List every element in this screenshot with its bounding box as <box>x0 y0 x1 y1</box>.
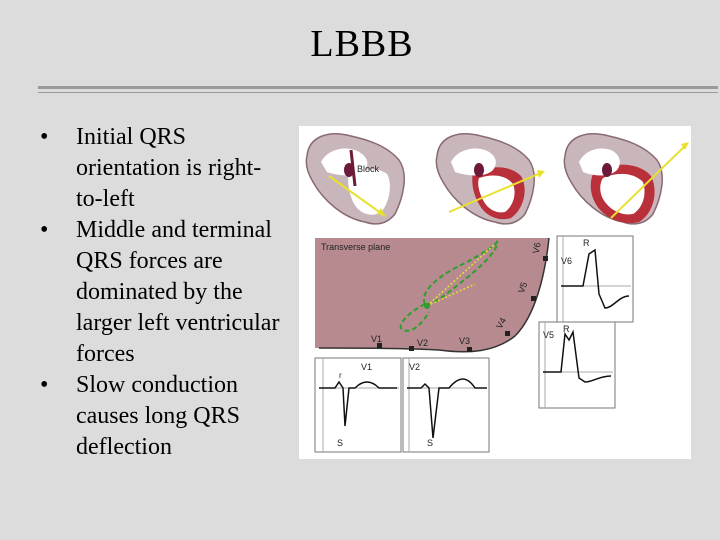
bullet-text: Initial QRS orientation is right-to-left <box>76 124 262 212</box>
r-label-v5: R <box>563 324 570 334</box>
heart-illustration-1: Block <box>305 133 405 225</box>
lead-label-v5: V5 <box>516 281 529 295</box>
wave-label-v6: V6 <box>561 256 572 266</box>
title-divider <box>38 86 718 89</box>
bullet-marker: • <box>40 124 49 150</box>
block-label: Block <box>357 164 380 174</box>
r-label: r <box>339 371 342 380</box>
s-label: S <box>337 438 343 448</box>
bullet-item: • Middle and terminal QRS forces are domi… <box>40 215 280 370</box>
ecg-v2: V2 S <box>402 357 490 453</box>
bullet-item: • Slow conduction causes long QRS deflect… <box>40 370 280 463</box>
bullet-item: • Initial QRS orientation is right-to-lef… <box>40 122 280 215</box>
ecg-v6: V6 R <box>556 235 634 323</box>
lbbb-diagram: Block Transverse plane V1 V2 V3 V4 V5 V6 <box>299 126 691 459</box>
bullet-marker: • <box>40 217 49 243</box>
r-label-v6: R <box>583 238 590 248</box>
bullet-text: Middle and terminal QRS forces are domin… <box>76 217 280 367</box>
wave-label-v2: V2 <box>409 362 420 372</box>
wave-label-v1: V1 <box>361 362 372 372</box>
lead-label-v2: V2 <box>417 338 428 348</box>
bullet-list: • Initial QRS orientation is right-to-lef… <box>40 122 280 463</box>
bullet-marker: • <box>40 372 49 398</box>
heart-illustration-2 <box>435 133 545 225</box>
heart-illustration-3 <box>563 133 689 225</box>
slide-title: LBBB <box>310 23 414 65</box>
ecg-v1: V1 r S <box>314 357 402 453</box>
lead-label-v1: V1 <box>371 334 382 344</box>
plane-label: Transverse plane <box>321 242 390 252</box>
wave-label-v5: V5 <box>543 330 554 340</box>
transverse-plane: Transverse plane V1 V2 V3 V4 V5 V6 <box>315 237 550 353</box>
lead-label-v4: V4 <box>494 316 508 331</box>
ecg-v5: V5 R <box>538 321 616 409</box>
title-divider-thin <box>38 92 718 93</box>
lead-label-v3: V3 <box>459 336 470 346</box>
s-label: S <box>427 438 433 448</box>
lead-label-v6: V6 <box>531 242 543 255</box>
bullet-text: Slow conduction causes long QRS deflecti… <box>76 372 240 460</box>
